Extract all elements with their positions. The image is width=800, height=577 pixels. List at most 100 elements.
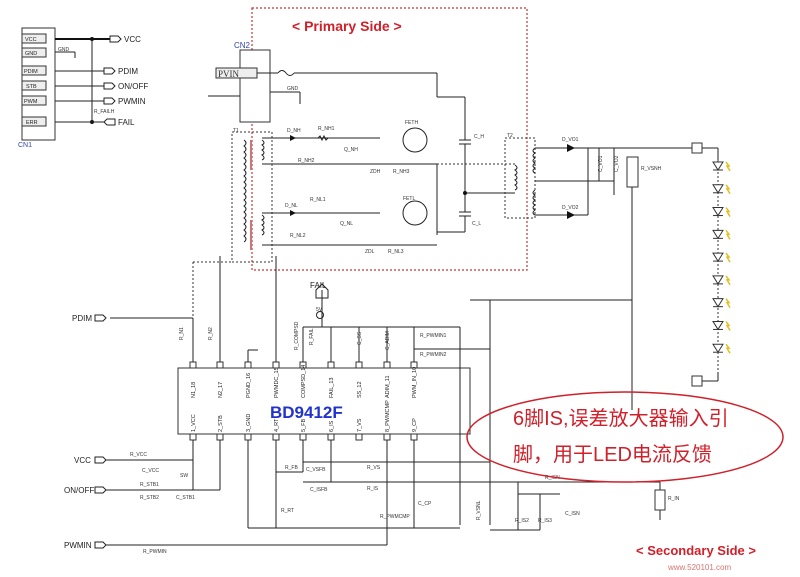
led-icon — [712, 298, 724, 308]
primary-side-title: < Primary Side > — [292, 18, 402, 34]
r-pwmin-label: R_PWMIN — [143, 549, 167, 555]
d-nl-label: D_NL — [285, 203, 298, 209]
secondary-output: D_VO1 D_VO2 C_VO1 C_VO2 R_VSNH — [535, 137, 731, 410]
ic-name: BD9412F — [270, 403, 343, 422]
r-n2-label: R_N2 — [208, 327, 214, 340]
light-ray-icon — [725, 275, 731, 286]
led-icon — [712, 343, 724, 354]
ic-bottom-pin — [327, 433, 335, 441]
led-icon — [712, 320, 724, 331]
ic-top-pin-label: SS_12 — [357, 381, 363, 398]
zdl-label: ZDL — [365, 249, 375, 255]
c-ss-label: C_SS — [357, 331, 363, 345]
ic-bottom-pin-label: 3_GND — [246, 414, 252, 432]
vcc-input-label: VCC — [74, 456, 91, 465]
r-vs-label: R_VS — [367, 465, 381, 471]
ic-top-pin — [355, 361, 363, 369]
r-vcc-label: R_VCC — [130, 452, 147, 458]
ic-bottom-pin — [299, 433, 307, 441]
r-stb2-label: R_STB2 — [140, 495, 159, 501]
r-vsnh-label: R_VSNH — [641, 166, 662, 172]
ic-top-pin-label: PGND_16 — [246, 373, 252, 398]
ic-bottom-pin-label: 7_VS — [357, 418, 363, 432]
led-icon — [712, 229, 724, 240]
r-vsnl-label: R_VSNL — [476, 500, 482, 520]
r-isn-label: R_ISN — [545, 475, 560, 481]
fail-arrow-label: FAIL — [310, 281, 327, 290]
annotation: 6脚IS,误差放大器输入引 脚，用于LED电流反馈 < Secondary Si… — [466, 391, 784, 572]
c-cp-label: C_CP — [418, 501, 432, 507]
ic-top-pin — [216, 361, 224, 369]
cn1-pin-stb: STB — [26, 84, 37, 90]
vcc-net-label: VCC — [124, 35, 141, 44]
d-vo1-diode — [567, 144, 575, 152]
r-is2-label: R_IS2 — [515, 518, 529, 524]
5v-label: 5V — [316, 307, 323, 313]
sw-label: SW — [180, 473, 188, 479]
cn1-pin-vcc: VCC — [25, 37, 37, 43]
light-ray-icon — [725, 298, 731, 309]
ic-bottom-pin — [244, 433, 252, 441]
fuse-icon — [277, 70, 295, 76]
connector-cn1: VCC GND PDIM STB PWM ERR CN1 GND R_FAILH… — [18, 27, 148, 149]
cn2-label: CN2 — [234, 41, 251, 50]
ic-bottom-pin-label: 2_STB — [218, 415, 224, 432]
c-l-label: C_L — [472, 221, 481, 227]
t1-label: T1 — [233, 128, 239, 134]
light-ray-icon — [725, 184, 731, 195]
ic-top-pin-label: N1_18 — [191, 382, 197, 398]
ic-top-pin-label: FAIL_13 — [329, 378, 335, 399]
led-string — [712, 161, 731, 354]
r-nh3-label: R_NH3 — [393, 169, 410, 175]
q-nl-label: Q_NL — [340, 221, 353, 227]
t1-primary-coil — [243, 139, 247, 243]
ic-top-pin — [272, 361, 280, 369]
input-signals: PDIM VCC R_VCC C_VCC SW ON/OFF R_STB1 R_… — [64, 314, 387, 555]
ic-bottom-pin-label: 8_PWMCMP — [385, 400, 391, 432]
watermark-site: www.520101.com — [667, 563, 731, 572]
fail-net-label: FAIL — [118, 118, 135, 127]
ic-top-pin-label: PWM_IN_10 — [412, 367, 418, 398]
light-ray-icon — [725, 207, 731, 217]
d-vo2-diode — [567, 211, 575, 219]
primary-side: < Primary Side > CN2 PVIN GND T1 D_NH R_… — [208, 7, 536, 271]
light-ray-icon — [725, 252, 731, 263]
d-nh-label: D_NH — [287, 128, 301, 134]
ic-top-pin — [383, 361, 391, 369]
ic-top-pin-label: N2_17 — [218, 382, 224, 398]
c-h-label: C_H — [474, 134, 484, 140]
t2-label: T2 — [507, 133, 513, 139]
c-isn-label: C_ISN — [565, 511, 580, 517]
r-nl3-label: R_NL3 — [388, 249, 404, 255]
pwmin-input-label: PWMIN — [64, 541, 92, 550]
ic-top-pin-label: COMPSD_14 — [301, 365, 307, 398]
r-is3-label: R_IS3 — [538, 518, 552, 524]
ic-bottom-pin — [216, 433, 224, 441]
c-vcc-label: C_VCC — [142, 468, 159, 474]
r-stb1-label: R_STB1 — [140, 482, 159, 488]
ic-top-pin — [189, 361, 197, 369]
light-ray-icon — [725, 161, 731, 172]
r-fb-label: R_FB — [285, 465, 298, 471]
c-stb1-label: C_STB1 — [176, 495, 195, 501]
cn2-pin-pvin: PVIN — [218, 69, 240, 79]
zdh-label: ZDH — [370, 169, 381, 175]
r-n1-label: R_N1 — [179, 327, 185, 340]
ic-top-pin-label: ADIM_11 — [385, 375, 391, 398]
onoff-input-label: ON/OFF — [64, 486, 94, 495]
r-rt-label: R_RT — [281, 508, 294, 514]
cn1-pin-pdim: PDIM — [24, 69, 38, 75]
cn1-pin-gnd: GND — [25, 51, 37, 57]
q-nh-label: Q_NH — [344, 147, 358, 153]
light-ray-icon — [725, 320, 731, 331]
r-compsd-label: R_COMPSD — [294, 321, 300, 350]
ic-bottom-pin — [355, 433, 363, 441]
led-icon — [712, 161, 724, 171]
cn1-pin-err: ERR — [26, 120, 38, 126]
r-pwmin2-label: R_PWMIN2 — [420, 352, 447, 358]
led-icon — [712, 252, 724, 263]
r-fail-label: R_FAIL — [309, 328, 315, 345]
